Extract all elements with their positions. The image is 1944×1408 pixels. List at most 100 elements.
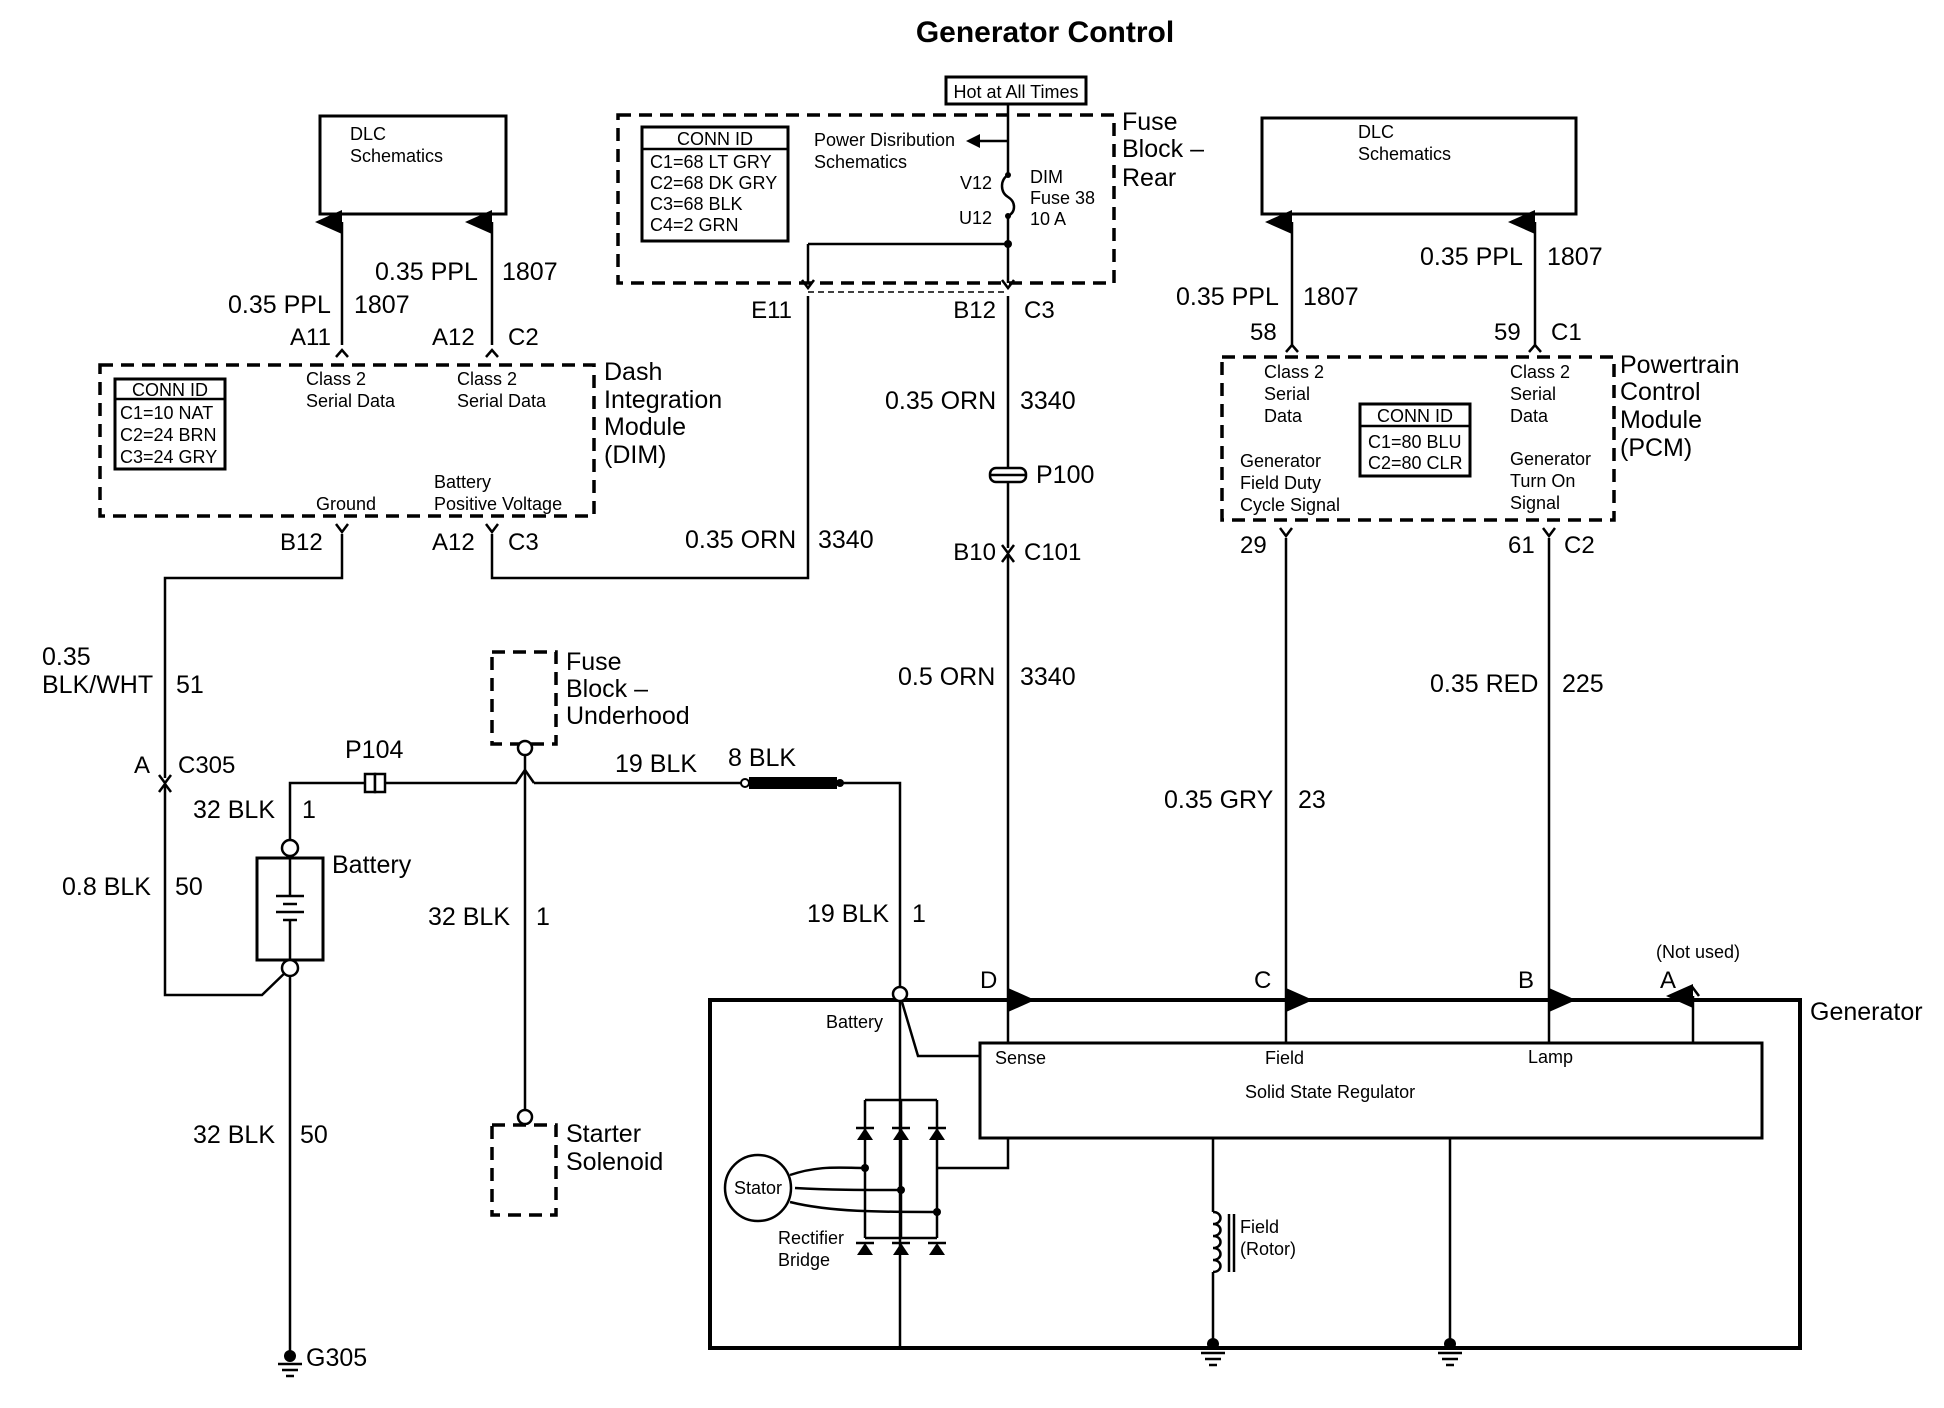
pin-b10: B10 [953,539,996,566]
pcm-conn-id-header: CONN ID [1377,406,1453,426]
dim-pin-b12: B12 [280,529,323,556]
fuse-block-underhood-outline [490,650,558,746]
wire-blkwht-circuit: 51 [176,671,204,699]
fuse-block-conn-id-4: C4=2 GRN [650,215,739,235]
gen-pin-d: D [980,967,997,994]
wire-blk32-starter-circuit: 1 [536,903,550,931]
dim-conn-id-box [113,377,227,471]
pcm-label-1: Powertrain [1620,351,1740,379]
fuse-block-underhood-label-1: Fuse [566,648,622,676]
underhood-starter: Fuse Block – Underhood 19 BLK 8 BLK 32 B… [428,648,926,1217]
dim-fuse-label-1: DIM [1030,167,1063,187]
wire-orn-lower-circuit: 3340 [1020,663,1076,691]
pcm-label-4: (PCM) [1620,434,1692,462]
gen-battery-label: Battery [826,1012,883,1032]
dlc-left: DLC Schematics [315,114,508,345]
wire-gry-circuit: 23 [1298,786,1326,814]
pcm-pin-29: 29 [1240,532,1267,559]
dim-pin-a12-top: A12 [432,324,475,351]
wire-blk19-gen-size: 19 BLK [807,900,889,928]
pcm-gen-field-3: Cycle Signal [1240,495,1340,515]
pcm-gen-field-2: Field Duty [1240,473,1321,493]
pcm-conn-id-box [1358,402,1472,478]
splice-p104: P104 [345,736,403,764]
pin-e11: E11 [751,297,792,324]
gen-not-used: (Not used) [1656,942,1740,962]
pcm-pin-59: 59 [1494,319,1521,346]
wire-blk8: 8 BLK [728,744,796,772]
wire-blk32-gnd-circuit: 50 [300,1121,328,1149]
wire-blk32-batt-size: 32 BLK [193,796,275,824]
pcm-gen-turn-3: Signal [1510,493,1560,513]
rectifier-label-2: Bridge [778,1250,830,1270]
dim-batt-pos-1: Battery [434,472,491,492]
fuse-pin-v12: V12 [960,173,992,193]
dim-label-1: Dash [604,358,662,386]
reg-lamp-label: Lamp [1528,1047,1573,1067]
power-distribution-label-1: Power Disribution [814,130,955,150]
rotor-label-2: (Rotor) [1240,1239,1296,1259]
dim-wire-a11-circuit: 1807 [354,291,410,319]
pcm-module: 0.35 PPL 1807 0.35 PPL 1807 58 59 C1 Pow… [1176,243,1740,559]
splice-p100: P100 [1036,461,1094,489]
rectifier-label-1: Rectifier [778,1228,844,1248]
pcm-pin-61: 61 [1508,532,1535,559]
dlc-right-box [1260,116,1578,216]
fuse-block-underhood-label-2: Block – [566,675,648,703]
gen-pin-a: A [1660,967,1676,994]
dim-fuse-label-2: Fuse 38 [1030,188,1095,208]
fuse-pin-u12: U12 [959,208,992,228]
dim-label-3: Module [604,413,686,441]
pcm-pin-c2: C2 [1564,532,1595,559]
wire-orn-upper-circuit: 3340 [1020,387,1076,415]
dim-pin-c2: C2 [508,324,539,351]
battery-label: Battery [332,851,412,879]
dim-label-4: (DIM) [604,441,666,469]
diagram-title: Generator Control [916,16,1174,49]
power-distribution-label-2: Schematics [814,152,907,172]
wire-blk08-circuit: 50 [175,873,203,901]
wire-blk08-size: 0.8 BLK [62,873,151,901]
dim-wire-a11-size: 0.35 PPL [228,291,331,319]
rotor-label-1: Field [1240,1217,1279,1237]
pcm-conn-id-1: C1=80 BLU [1368,432,1462,452]
fuse-block-underhood-label-3: Underhood [566,702,690,730]
pcm-wire-59-size: 0.35 PPL [1420,243,1523,271]
stator-label: Stator [734,1178,782,1198]
pin-c101: C101 [1024,539,1081,566]
dim-conn-id-header: CONN ID [132,380,208,400]
dim-class2-a-1: Class 2 [306,369,366,389]
wire-blk32-starter-size: 32 BLK [428,903,510,931]
wire-orn-dim-size: 0.35 ORN [685,526,796,554]
pcm-class2-b-3: Data [1510,406,1549,426]
pcm-class2-a-3: Data [1264,406,1303,426]
pin-c3-fuse: C3 [1024,297,1055,324]
dim-ground-label: Ground [316,494,376,514]
pcm-wire-59-circuit: 1807 [1547,243,1603,271]
fuse-block-rear-label-3: Rear [1122,164,1176,192]
dlc-left-label-2: Schematics [350,146,443,166]
gen-pin-c: C [1254,967,1271,994]
ground-g305: G305 [306,1344,367,1372]
dim-outline [98,363,596,518]
generator-outline [708,998,1802,1350]
fuse-block-rear-label-1: Fuse [1122,108,1178,136]
dim-conn-id-3: C3=24 GRY [120,447,217,467]
dim-fuse-label-3: 10 A [1030,209,1066,229]
pcm-class2-a-1: Class 2 [1264,362,1324,382]
pcm-class2-b-2: Serial [1510,384,1556,404]
wire-blk19-gen-circuit: 1 [912,900,926,928]
solid-state-regulator [978,1041,1764,1140]
dim-pin-a12-bot: A12 [432,529,475,556]
fusible-link [749,777,837,789]
hot-at-all-times-box [944,75,1088,106]
fuse-block-conn-id-1: C1=68 LT GRY [650,152,772,172]
gen-pin-b: B [1518,967,1534,994]
dlc-left-box [318,114,508,216]
pin-a-c305: A [134,752,150,779]
dlc-right-label-2: Schematics [1358,144,1451,164]
fuse-block-rear-label-2: Block – [1122,135,1204,163]
fuse-block-conn-id-3: C3=68 BLK [650,194,743,214]
wire-orn-3340-dim [490,296,810,580]
